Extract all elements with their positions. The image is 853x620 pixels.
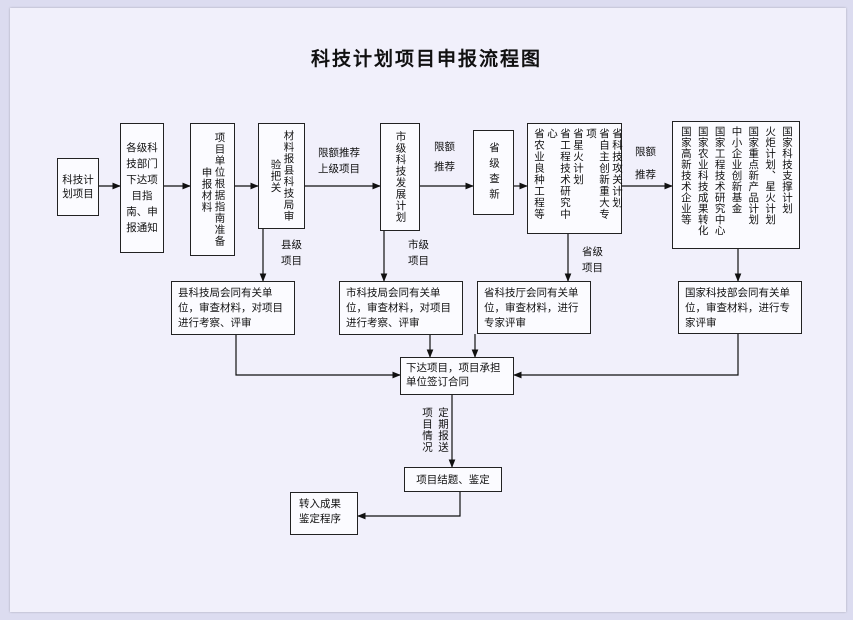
diagram-title: 科技计划项目申报流程图 xyxy=(310,48,542,70)
province-program-5: 省农业良种工程等 xyxy=(533,128,545,220)
national-program-5: 国家工程技术研究中心 xyxy=(713,126,726,236)
county-check-box: 材料报县科技局审验把关 xyxy=(258,123,305,229)
national-review-box: 国家科技部会同有关单位，审查材料，进行专家评审 xyxy=(678,281,802,334)
transfer-text: 转入成果鉴定程序 xyxy=(299,498,341,525)
county-check-box-text: 材料报县科技局审验把关 xyxy=(269,130,295,222)
start-box: 科技计划项目 xyxy=(57,158,99,216)
national-program-2: 火炬计划、星火计划 xyxy=(764,126,777,225)
label-report-periodic: 定期报送 xyxy=(437,407,449,453)
national-review-text: 国家科技部会同有关单位，审查材料，进行专家评审 xyxy=(685,287,790,329)
province-program-2: 省自主创新重大专项 xyxy=(585,128,610,220)
province-review-text: 省科技厅会同有关单位，审查材料，进行专家评审 xyxy=(484,287,579,329)
national-programs-box: 国家科技支撑计划 火炬计划、星火计划 国家重点新产品计划 中小企业创新基金 国家… xyxy=(672,121,800,249)
completion-text: 项目结题、鉴定 xyxy=(416,473,490,486)
province-program-4: 省工程技术研究中心 xyxy=(546,128,571,220)
apply-box-text: 项目单位根据指南准备申报材料 xyxy=(200,132,226,247)
province-program-3: 省星火计划 xyxy=(572,128,584,186)
label-province-project-2: 项目 xyxy=(582,262,603,274)
province-review-box: 省科技厅会同有关单位，审查材料，进行专家评审 xyxy=(477,281,591,334)
label-province-project-1: 省级 xyxy=(582,246,603,258)
province-program-1: 省科技攻关计划 xyxy=(611,128,623,209)
label-report-status: 项目情况 xyxy=(421,407,433,453)
national-program-4: 中小企业创新基金 xyxy=(730,126,743,214)
transfer-box: 转入成果鉴定程序 xyxy=(290,492,358,535)
national-program-1: 国家科技支撑计划 xyxy=(780,126,793,214)
label-county-project-1: 县级 xyxy=(281,239,302,251)
national-program-6: 国家农业科技成果转化 xyxy=(696,126,709,236)
city-review-text: 市科技局会同有关单位，审查材料，对项目进行考察、评审 xyxy=(346,287,451,329)
city-plan-box: 市级科技发展计划 xyxy=(380,123,420,231)
contract-box: 下达项目，项目承担单位签订合同 xyxy=(400,357,514,395)
notice-box-text: 各级科技部门下达项目指南、申报通知 xyxy=(126,142,158,234)
start-box-text: 科技计划项目 xyxy=(62,174,94,200)
city-plan-box-text: 市级科技发展计划 xyxy=(394,131,407,223)
county-review-box: 县科技局会同有关单位，审查材料，对项目进行考察、评审 xyxy=(171,281,295,335)
province-check-box: 省级查新 xyxy=(473,130,514,215)
label-recommend-1: 推荐 xyxy=(434,161,455,173)
arrow-national-review-to-contract xyxy=(513,334,739,379)
label-quota-1: 限额 xyxy=(434,141,455,153)
completion-box: 项目结题、鉴定 xyxy=(404,467,502,492)
notice-box: 各级科技部门下达项目指南、申报通知 xyxy=(120,123,164,253)
province-check-box-text: 省级查新 xyxy=(488,141,500,204)
apply-box: 项目单位根据指南准备申报材料 xyxy=(190,123,235,256)
label-city-project-2: 项目 xyxy=(408,255,429,267)
label-quota-recommend-1: 限额推荐 xyxy=(318,147,360,159)
arrow-county-review-to-contract xyxy=(235,335,401,379)
label-quota-recommend-2: 上级项目 xyxy=(318,163,360,175)
label-city-project-1: 市级 xyxy=(408,239,429,251)
contract-text: 下达项目，项目承担单位签订合同 xyxy=(406,362,501,388)
county-review-text: 县科技局会同有关单位，审查材料，对项目进行考察、评审 xyxy=(178,287,283,329)
city-review-box: 市科技局会同有关单位，审查材料，对项目进行考察、评审 xyxy=(339,281,463,335)
label-county-project-2: 项目 xyxy=(281,255,302,267)
national-program-7: 国家高新技术企业等 xyxy=(679,126,692,225)
label-recommend-2: 推荐 xyxy=(635,169,656,181)
national-program-3: 国家重点新产品计划 xyxy=(747,126,760,225)
arrow-completion-to-transfer xyxy=(357,492,461,520)
label-quota-2: 限额 xyxy=(635,146,656,158)
province-programs-box: 省科技攻关计划 省自主创新重大专项 省星火计划 省工程技术研究中心 省农业良种工… xyxy=(527,123,623,234)
